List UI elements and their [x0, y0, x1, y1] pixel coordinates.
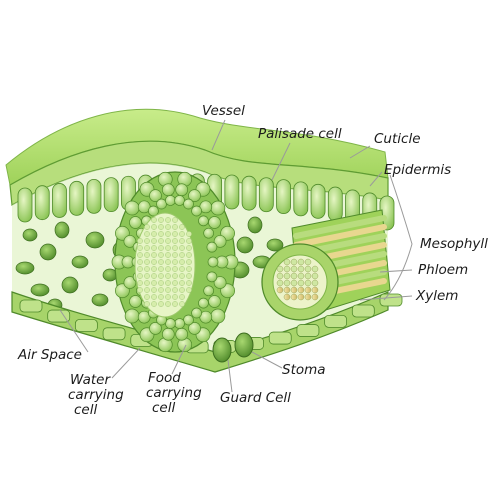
stoma-guard-cells	[212, 332, 254, 363]
label-stoma: Stoma	[282, 362, 326, 378]
label-epidermis: Epidermis	[384, 162, 452, 178]
label-food-line-3: cell	[152, 400, 176, 416]
label-mesophyll: Mesophyll	[420, 236, 488, 252]
label-air-space: Air Space	[18, 347, 82, 363]
vascular-bundle	[111, 171, 239, 353]
vein-cylinder	[261, 209, 391, 321]
label-guard-cell: Guard Cell	[220, 390, 291, 406]
label-cuticle: Cuticle	[374, 131, 421, 147]
label-water-carrying-cell: Water carrying cell	[68, 373, 124, 418]
label-palisade-cell: Palisade cell	[258, 126, 342, 142]
label-water-line-2: carrying	[68, 387, 124, 403]
label-food-line-1: Food	[148, 370, 181, 386]
label-food-line-2: carrying	[146, 385, 202, 401]
label-food-carrying-cell: Food carrying cell	[146, 371, 202, 416]
label-phloem: Phloem	[418, 262, 469, 278]
label-vessel: Vessel	[202, 103, 245, 119]
xylem-core	[134, 212, 196, 318]
label-xylem: Xylem	[416, 288, 459, 304]
leader-lines	[59, 119, 413, 393]
label-water-line-1: Water	[70, 372, 111, 388]
label-water-line-3: cell	[74, 402, 98, 418]
